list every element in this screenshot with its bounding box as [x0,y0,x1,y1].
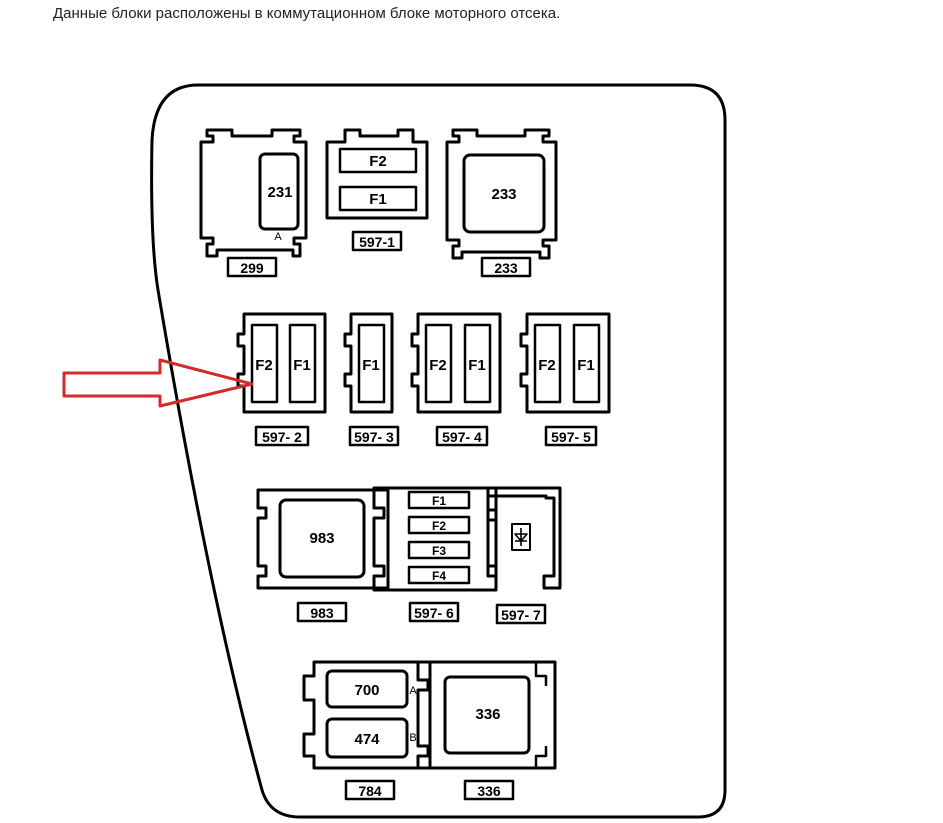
block-597-3 [343,312,400,447]
relay-983-inner-label: 983 [309,530,334,547]
fuse-597-6-f3: F3 [432,544,446,558]
block-233 [445,128,558,278]
fuse-597-6-f2: F2 [432,519,446,533]
housing-outline [150,83,727,819]
block-336-label: 336 [477,783,501,799]
fuse-597-1-f1: F1 [369,191,387,208]
block-597-1-label: 597-1 [359,234,395,250]
block-597-7-label: 597- 7 [501,607,541,623]
fuse-597-2-f2: F2 [255,357,273,374]
block-299-label: 299 [240,260,264,276]
relay-299-marker: A [274,231,282,243]
fuse-597-4-f1: F1 [468,357,486,374]
diode-icon [514,528,528,546]
block-597-4 [410,312,502,447]
caption: Данные блоки расположены в коммутационно… [53,5,561,22]
fuse-597-5-f2: F2 [538,357,556,374]
fuse-597-5-f1: F1 [577,357,595,374]
block-597-6-label: 597- 6 [414,605,454,621]
block-597-5-label: 597- 5 [551,429,591,445]
relay-700-label: 700 [354,682,379,699]
fuse-597-1-f2: F2 [369,153,387,170]
block-299 [199,128,308,278]
block-597-6 [372,486,498,623]
fuse-597-3-f1: F1 [362,357,380,374]
fuse-597-4-f2: F2 [429,357,447,374]
relay-233-inner-label: 233 [491,186,516,203]
block-597-2-label: 597- 2 [262,429,302,445]
fuse-597-2-f1: F1 [293,357,311,374]
block-983-label: 983 [310,605,334,621]
relay-474-marker: B [409,732,416,744]
block-233-label: 233 [494,260,518,276]
block-336 [416,660,557,801]
relay-299-inner-label: 231 [267,184,292,201]
relay-700-marker: A [409,685,417,697]
fuse-597-6-f4: F4 [432,569,446,583]
block-983 [256,488,390,623]
relay-474-label: 474 [354,731,380,748]
block-597-2 [236,312,327,447]
relay-336-inner-label: 336 [475,706,500,723]
arrow-right-icon [62,358,254,408]
block-597-1 [325,128,429,252]
block-597-7 [486,486,562,625]
block-784-label: 784 [358,783,382,799]
block-597-5 [519,312,611,447]
block-597-3-label: 597- 3 [354,429,394,445]
block-597-4-label: 597- 4 [442,429,482,445]
fuse-597-6-f1: F1 [432,494,446,508]
